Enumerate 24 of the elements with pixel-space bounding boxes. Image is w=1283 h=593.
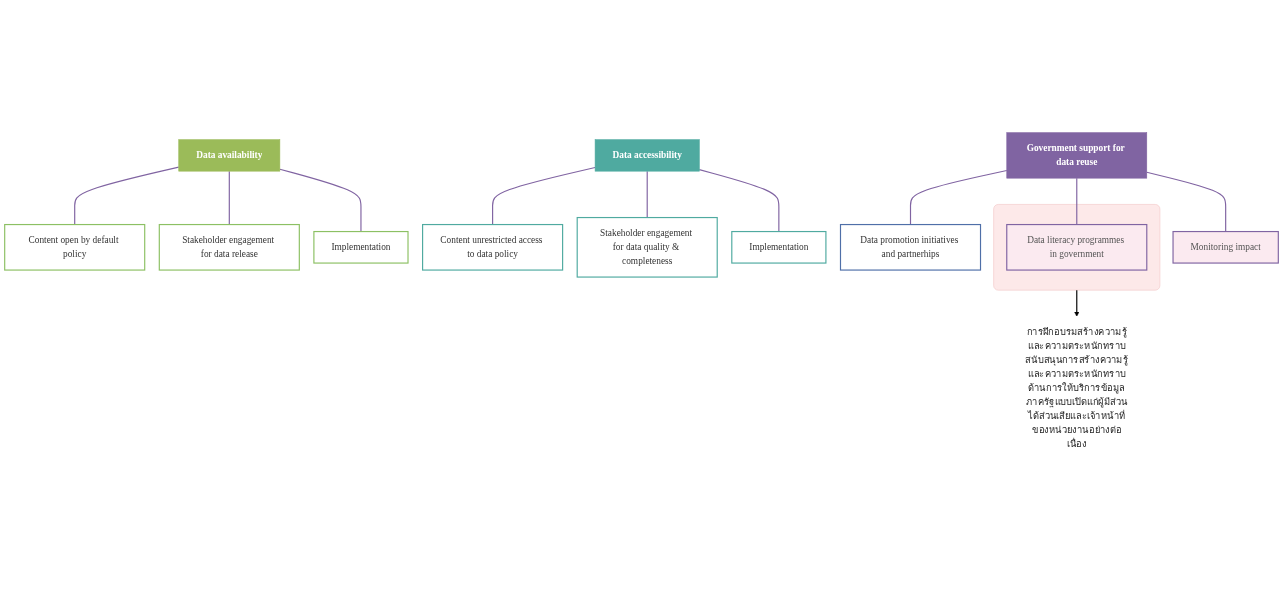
connector (228, 170, 230, 226)
connector (74, 166, 180, 226)
cluster (993, 204, 1161, 291)
node-box: Data literacy programmes in government (1006, 224, 1148, 271)
node-box: Government support for data reuse (1006, 132, 1148, 179)
node-box: Implementation (313, 231, 409, 264)
arrow (1074, 289, 1080, 317)
connector (698, 169, 780, 233)
node-box: Stakeholder engagement for data release (158, 224, 300, 271)
node-text: การฝึกอบรมสร้างความรู้และความตระหนักทราบ สนับสนุนการสร้างความรู้และความตระหนักทราบด้านการให้บริการข้อมูลภาครัฐแบบเปิดแก่ผู้มีส่วนได้ส่วนเสียและเจ้าหน้าที่ของหน่วยงานอย่างต่อเนื่อง (1025, 327, 1129, 450)
node-box: Data availability (178, 139, 281, 172)
node-box: Content unrestricted access to data policy (422, 224, 564, 271)
node-box: Monitoring impact (1172, 231, 1279, 264)
node-box: Implementation (731, 231, 827, 264)
connector (492, 167, 596, 226)
connector (646, 170, 648, 219)
node-box: Data promotion initiatives and partnerhips (839, 224, 982, 271)
connector (1146, 171, 1227, 233)
connector (279, 168, 362, 233)
node-box: Data accessibility (594, 139, 700, 172)
node-box: Stakeholder engagement for data quality & completeness (576, 217, 718, 278)
connector (1076, 177, 1078, 226)
node-box: Content open by default policy (4, 224, 146, 271)
connector (909, 170, 1008, 226)
